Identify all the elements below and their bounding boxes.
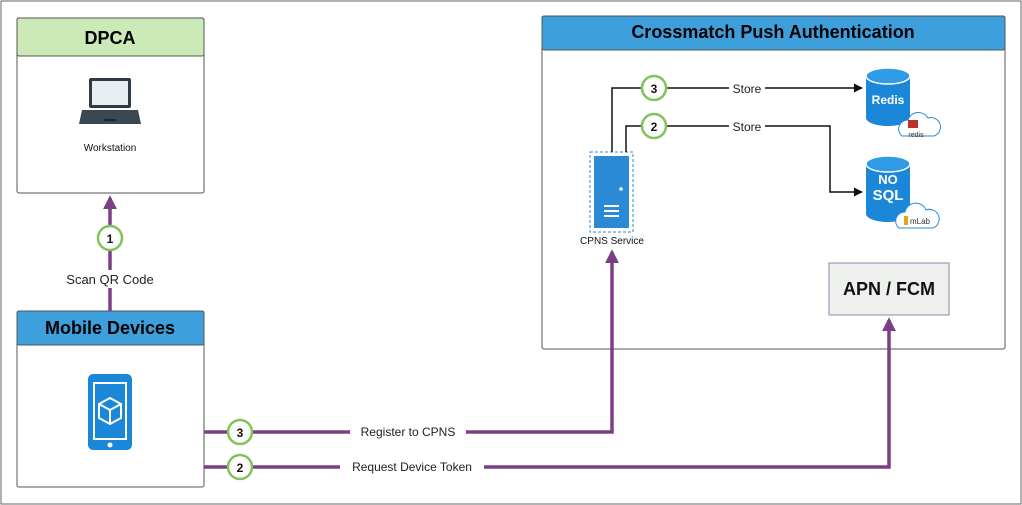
step-number-store-nosql: 2 [651, 120, 658, 134]
cpns-service-label: CPNS Service [580, 236, 644, 247]
redis-logo-text: Redis [872, 93, 905, 107]
nosql-database-icon: NO SQL mLab [865, 155, 940, 229]
step-number-request: 2 [237, 461, 244, 475]
app-cube-icon [98, 396, 122, 426]
apn-fcm-box: APN / FCM [828, 262, 950, 316]
store-nosql-connector: Store 2 [625, 112, 863, 197]
step-number-register: 3 [237, 426, 244, 440]
redis-cloud-badge: redis [898, 112, 941, 139]
crossmatch-header [541, 15, 1006, 51]
server-icon [589, 151, 634, 233]
dpca-box: DPCA Workstation [16, 17, 205, 194]
request-token-connector: Request Device Token 2 [204, 317, 896, 481]
crossmatch-box: Crossmatch Push Authentication CPNS Serv… [541, 15, 1006, 350]
step-number-store-redis: 3 [651, 82, 658, 96]
scan-qr-connector: Scan QR Code 1 [58, 195, 162, 311]
phone-icon [88, 374, 132, 450]
store-redis-connector: Store 3 [611, 74, 863, 152]
store-redis-label: Store [733, 82, 762, 96]
nosql-logo-line1: NO [878, 172, 898, 187]
store-nosql-label: Store [733, 120, 762, 134]
mobile-devices-box: Mobile Devices [16, 310, 205, 488]
step-badge-register [226, 418, 254, 446]
mlab-cloud-badge: mLab [895, 202, 940, 229]
scan-qr-label: Scan QR Code [66, 272, 153, 287]
crossmatch-title: Crossmatch Push Authentication [631, 22, 914, 42]
step-badge-store-nosql [640, 112, 668, 140]
mlab-badge-text: mLab [910, 217, 931, 226]
redis-database-icon: Redis redis [865, 67, 941, 139]
register-connector: Register to CPNS 3 [204, 249, 619, 446]
dpca-title: DPCA [84, 28, 135, 48]
step-badge-scan [96, 224, 124, 252]
register-label: Register to CPNS [361, 425, 456, 439]
apn-fcm-label: APN / FCM [843, 279, 935, 299]
laptop-icon [79, 78, 141, 124]
redis-badge-text: redis [908, 132, 924, 139]
workstation-label: Workstation [84, 143, 137, 154]
nosql-logo-line2: SQL [873, 187, 904, 204]
request-token-label: Request Device Token [352, 460, 472, 474]
dpca-header [16, 17, 205, 57]
step-number-scan: 1 [107, 232, 114, 246]
step-badge-request [226, 453, 254, 481]
step-badge-store-redis [640, 74, 668, 102]
mobile-title: Mobile Devices [45, 318, 175, 338]
